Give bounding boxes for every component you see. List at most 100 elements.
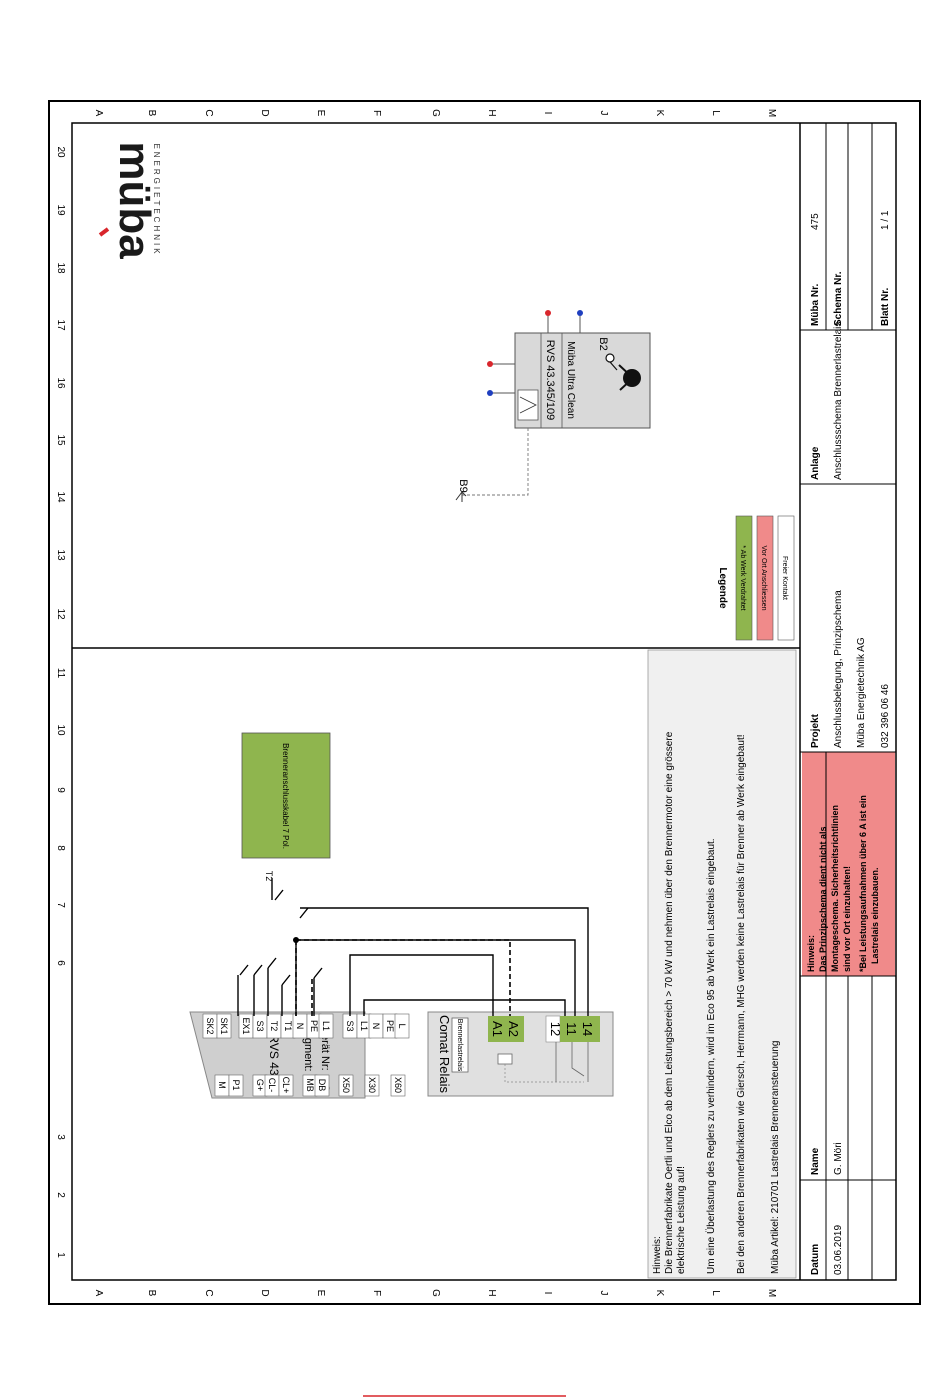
notes-heading: Hinweis: [652, 1236, 663, 1274]
controller-terminal-label: SK1 [219, 1017, 229, 1034]
controller-terminal-label: M [217, 1081, 227, 1089]
controller-terminal-label: T2 [269, 1021, 279, 1032]
controller-terminal-label: N [371, 1023, 381, 1030]
warning-line-1: Hinweis: [806, 935, 816, 972]
controller-terminal-label: G+ [255, 1079, 265, 1091]
grid-row-label: J [598, 1291, 609, 1296]
grid-row-label: H [486, 1289, 497, 1296]
relay-title: Comat Relais [437, 1015, 452, 1094]
projekt-line-2: Müba Energietechnik AG [856, 637, 867, 748]
grid-column-label: 17 [55, 319, 66, 331]
sensor-b9-icon [455, 491, 467, 502]
controller-terminal-label: SK2 [205, 1017, 215, 1034]
grid-row-label: L [710, 110, 721, 116]
notes-line-4: Bei den anderen Brennerfabrikaten wie Gi… [736, 734, 747, 1274]
grid-row-label: A [93, 110, 104, 117]
controller-terminal [338, 1074, 354, 1097]
controller-terminal-label: X50 [341, 1077, 351, 1093]
controller-terminal [278, 1074, 294, 1097]
grid-row-label: J [598, 111, 609, 116]
grid-row-label: H [486, 109, 497, 116]
legend-swatch-onsite [756, 515, 774, 641]
notes-text: Hinweis: Die Brennerfabrikate Oertli und… [652, 731, 781, 1274]
schema-nr-label: Schema Nr. [833, 271, 844, 326]
grid-row-label: K [654, 1290, 665, 1297]
burner-cable-box [241, 732, 331, 859]
grid-row-label: G [430, 1289, 441, 1297]
grid-column-label: 19 [55, 204, 66, 216]
blatt-nr-value: 1 / 1 [880, 210, 891, 230]
legend: Legende * Ab Werk Verdrahtet Vor Ort Ans… [717, 515, 795, 641]
warning-box [802, 752, 895, 976]
grid-row-label: I [542, 112, 553, 115]
grid-row-label: D [259, 1289, 270, 1296]
grid-column-label: 14 [55, 491, 66, 503]
notes-box [647, 649, 797, 1279]
wiring [237, 878, 589, 1016]
grid-row-label: D [259, 109, 270, 116]
grid-column-label: 20 [55, 146, 66, 158]
warning-line-3: Montageschema. Sicherheitsrichtlinien [830, 805, 840, 972]
legend-item-onsite: Vor Ort Anschliessen [760, 546, 767, 611]
grid-row-label: G [430, 109, 441, 117]
controller-terminal-label: MB [305, 1078, 315, 1092]
notes-line-1: Die Brennerfabrikate Oertli und Elco ab … [664, 731, 675, 1274]
controller-terminal-label: DB [317, 1079, 327, 1092]
blatt-nr-label: Blatt Nr. [880, 287, 891, 326]
grid-column-label: 3 [55, 1134, 66, 1140]
relay-contact-icon [555, 1042, 589, 1082]
controller-terminal-label: X30 [367, 1077, 377, 1093]
legend-title: Legende [717, 567, 728, 609]
sensor-model: RVS 43.345/109 [544, 340, 556, 421]
wire-label-t2: T2 [264, 871, 274, 882]
grid-column-label: 13 [55, 549, 66, 561]
controller-terminal [318, 1013, 334, 1039]
warning-line-5: *Bei Leistungsaufnahmen über 6 A ist ein [858, 795, 868, 972]
controller-terminal-label: L [397, 1023, 407, 1028]
controller-terminal-label: PE [385, 1020, 395, 1032]
controller-terminal-label: P1 [231, 1079, 241, 1090]
relay-pin-11: 11 [564, 1022, 579, 1036]
legend-swatch-free [777, 515, 795, 641]
grid-column-label: 12 [55, 608, 66, 620]
grid-column-label: 11 [55, 668, 66, 679]
grid-column-label: 9 [55, 787, 66, 793]
controller-terminal-label: N [295, 1023, 305, 1030]
grid-row-label: E [315, 1290, 326, 1297]
controller-terminal-label: T1 [283, 1021, 293, 1032]
grid-column-label: 15 [55, 434, 66, 446]
grid-column-label: 10 [55, 724, 66, 736]
sensor-b2-label: B2 [597, 337, 609, 350]
grid-row-label: M [766, 109, 777, 117]
relay-pin-12: 12 [548, 1022, 563, 1036]
relay-pin-14: 14 [580, 1022, 595, 1036]
controller-terminal [216, 1013, 232, 1039]
grid-row-label: M [766, 1289, 777, 1297]
legend-item-wired: * Ab Werk Verdrahtet [739, 545, 746, 610]
grid-column-label: 6 [55, 960, 66, 966]
grid-row-label: A [93, 1290, 104, 1297]
controller-terminal [314, 1074, 330, 1097]
sensor-unit: RVS 43.345/109 Müba Ultra Clean B2 B9 [455, 310, 651, 502]
legend-swatch-wired [735, 515, 753, 641]
controller-terminal-label: CL- [267, 1078, 277, 1093]
controller-terminal-label: L1 [359, 1021, 369, 1031]
controller-terminal [390, 1074, 406, 1097]
grid-column-label: 7 [55, 902, 66, 908]
datum-label: Datum [810, 1244, 821, 1275]
controller-terminal-label: X60 [393, 1077, 403, 1093]
projekt-line-3: 032 396 06 46 [880, 684, 891, 748]
grid-column-label: 2 [55, 1192, 66, 1198]
inner-frame [71, 122, 897, 1281]
controller-terminal-label: EX1 [241, 1017, 251, 1034]
mueba-logo: müba ENERGIETECHNIK [110, 141, 161, 259]
grid-column-label: 16 [55, 377, 66, 389]
controller-terminal [228, 1074, 244, 1097]
sensor-b9-label: B9 [457, 479, 469, 492]
notes-line-3: Um eine Überlastung des Reglers zu verhi… [705, 838, 717, 1274]
notes-line-2: elektrische Leistung auf! [676, 1166, 687, 1274]
grid-column-label: 1 [55, 1252, 66, 1258]
